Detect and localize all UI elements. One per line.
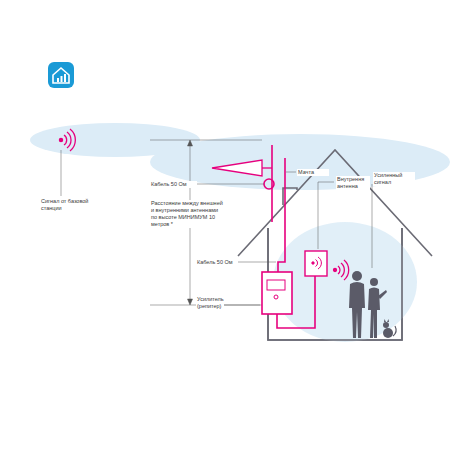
icon-bar <box>57 78 59 82</box>
amplifier-knob <box>274 295 278 299</box>
cable <box>278 222 285 272</box>
indoor-signal-area <box>273 222 417 342</box>
icon-bar <box>64 74 66 82</box>
indoor-antenna <box>305 251 327 276</box>
mast <box>264 145 285 222</box>
amplifier-label: Усилитель (репитер) <box>196 296 224 310</box>
signal-cloud <box>150 134 450 190</box>
indoor-antenna-label: Внутрення антенна <box>336 176 370 190</box>
mast-label: Мачта <box>297 169 329 176</box>
app-icon <box>48 62 74 88</box>
signal-waves <box>334 260 349 280</box>
height-dimension <box>150 140 262 305</box>
cable-label: Кабель 50 Ом <box>150 181 197 188</box>
height-note: Расстояние между внешней и внутренними а… <box>150 200 224 228</box>
signal-waves <box>59 129 75 151</box>
outdoor-antenna <box>212 160 262 176</box>
cable <box>277 276 315 328</box>
icon-house <box>53 68 69 83</box>
amplifier <box>262 272 292 314</box>
icon-bar <box>61 76 63 82</box>
cable-label: Кабель 50 Ом <box>196 259 238 266</box>
signal-waves <box>312 257 322 269</box>
leader-line <box>61 150 62 196</box>
leader-lines <box>195 172 372 305</box>
signal-source-label: Сигнал от базовой станции <box>40 198 94 212</box>
antenna-bracket <box>262 167 272 168</box>
amplified-signal-label: Усиленный сигнал <box>373 172 415 186</box>
amplifier-panel <box>267 280 285 290</box>
people <box>349 271 396 338</box>
